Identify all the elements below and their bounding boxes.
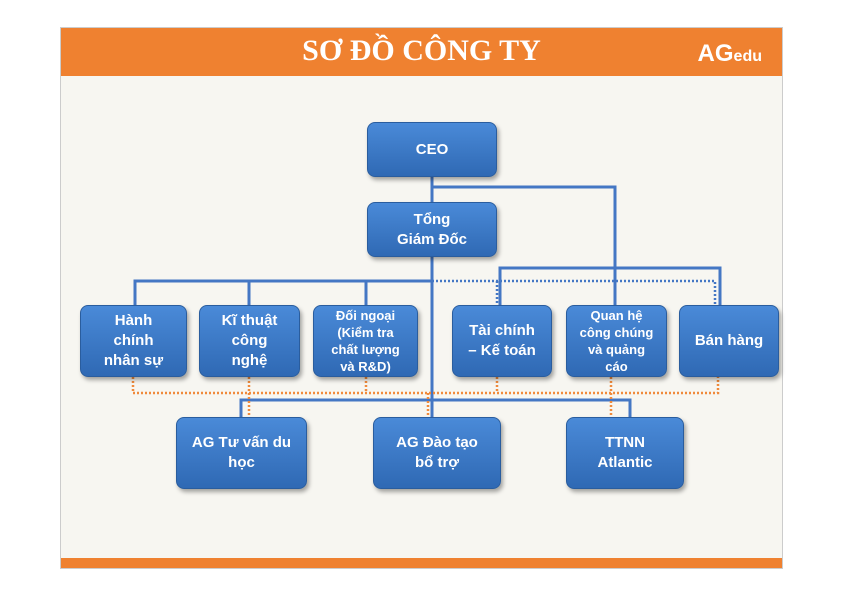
dotted-orange-connectors [131,377,720,417]
agedu-logo: AGedu [697,40,762,67]
node-quan-he-cong-chung[interactable]: Quan hệ công chúng và quảng cáo [566,305,667,377]
node-ki-thuat-cong-nghe[interactable]: Kĩ thuật công nghệ [199,305,300,377]
header-bar: SƠ ĐỒ CÔNG TY AGedu [61,28,782,76]
node-hanh-chinh-nhan-su[interactable]: Hành chính nhân sự [80,305,187,377]
slide-title: SƠ ĐỒ CÔNG TY [302,34,541,67]
node-tai-chinh-ke-toan[interactable]: Tài chính – Kế toán [452,305,552,377]
footer-bar [61,558,782,568]
node-ceo[interactable]: CEO [367,122,497,177]
node-ag-tu-van-du-hoc[interactable]: AG Tư vấn du học [176,417,307,489]
node-doi-ngoai[interactable]: Đối ngoại (Kiểm tra chất lượng và R&D) [313,305,418,377]
node-ag-dao-tao-bo-tro[interactable]: AG Đào tạo bổ trợ [373,417,501,489]
dotted-blue-connectors [432,279,717,305]
node-ban-hang[interactable]: Bán hàng [679,305,779,377]
node-ttnn-atlantic[interactable]: TTNN Atlantic [566,417,684,489]
node-tong-giam-doc[interactable]: Tổng Giám Đốc [367,202,497,257]
